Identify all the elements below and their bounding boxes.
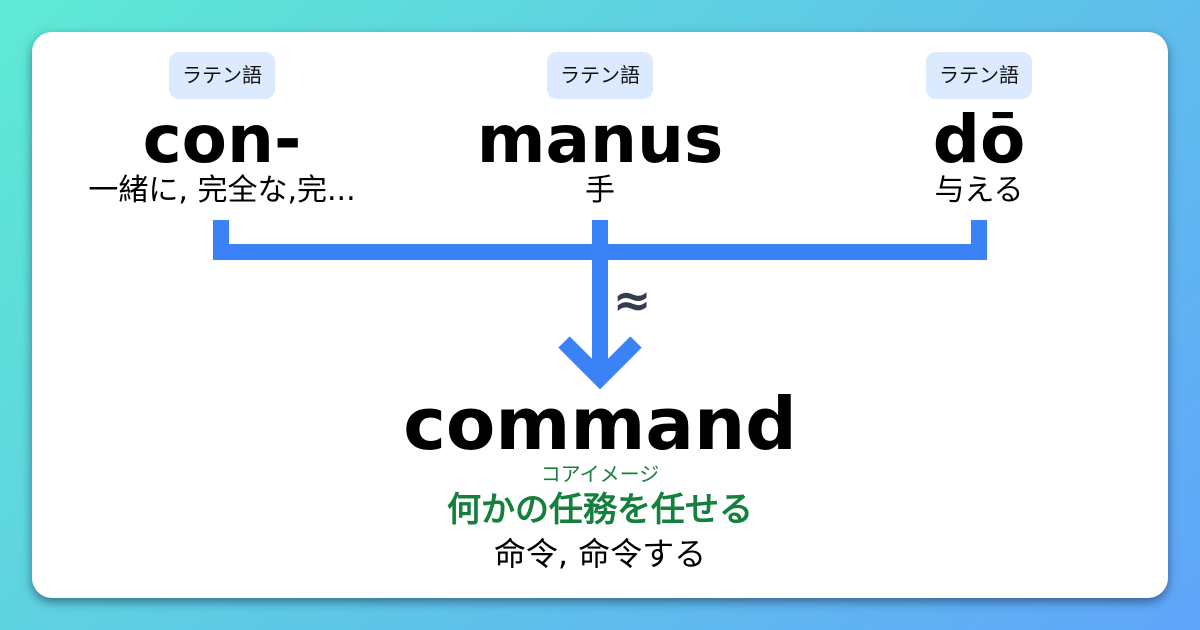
part-word: manus: [476, 101, 724, 178]
result-word: command: [403, 382, 797, 466]
language-badge: ラテン語: [926, 52, 1032, 99]
approx-icon: ≈: [612, 273, 652, 327]
arrow-down-icon: [558, 336, 642, 390]
part-meaning: 手: [585, 173, 615, 208]
part-word: dō: [932, 101, 1026, 178]
core-image-text: 何かの任務を任せる: [447, 490, 753, 530]
result-meaning: 命令, 命令する: [493, 535, 707, 573]
part-meaning: 与える: [934, 173, 1024, 208]
core-image-label: コアイメージ: [540, 462, 660, 486]
etymology-card: ラテン語 con- 一緒に, 完全な,完... ラテン語 manus 手 ラテン…: [32, 32, 1168, 598]
part-word: con-: [142, 101, 302, 178]
language-badge: ラテン語: [169, 52, 275, 99]
part-meaning: 一緒に, 完全な,完...: [88, 173, 356, 208]
language-badge: ラテン語: [547, 52, 653, 99]
arrow-shaft: [592, 244, 608, 374]
